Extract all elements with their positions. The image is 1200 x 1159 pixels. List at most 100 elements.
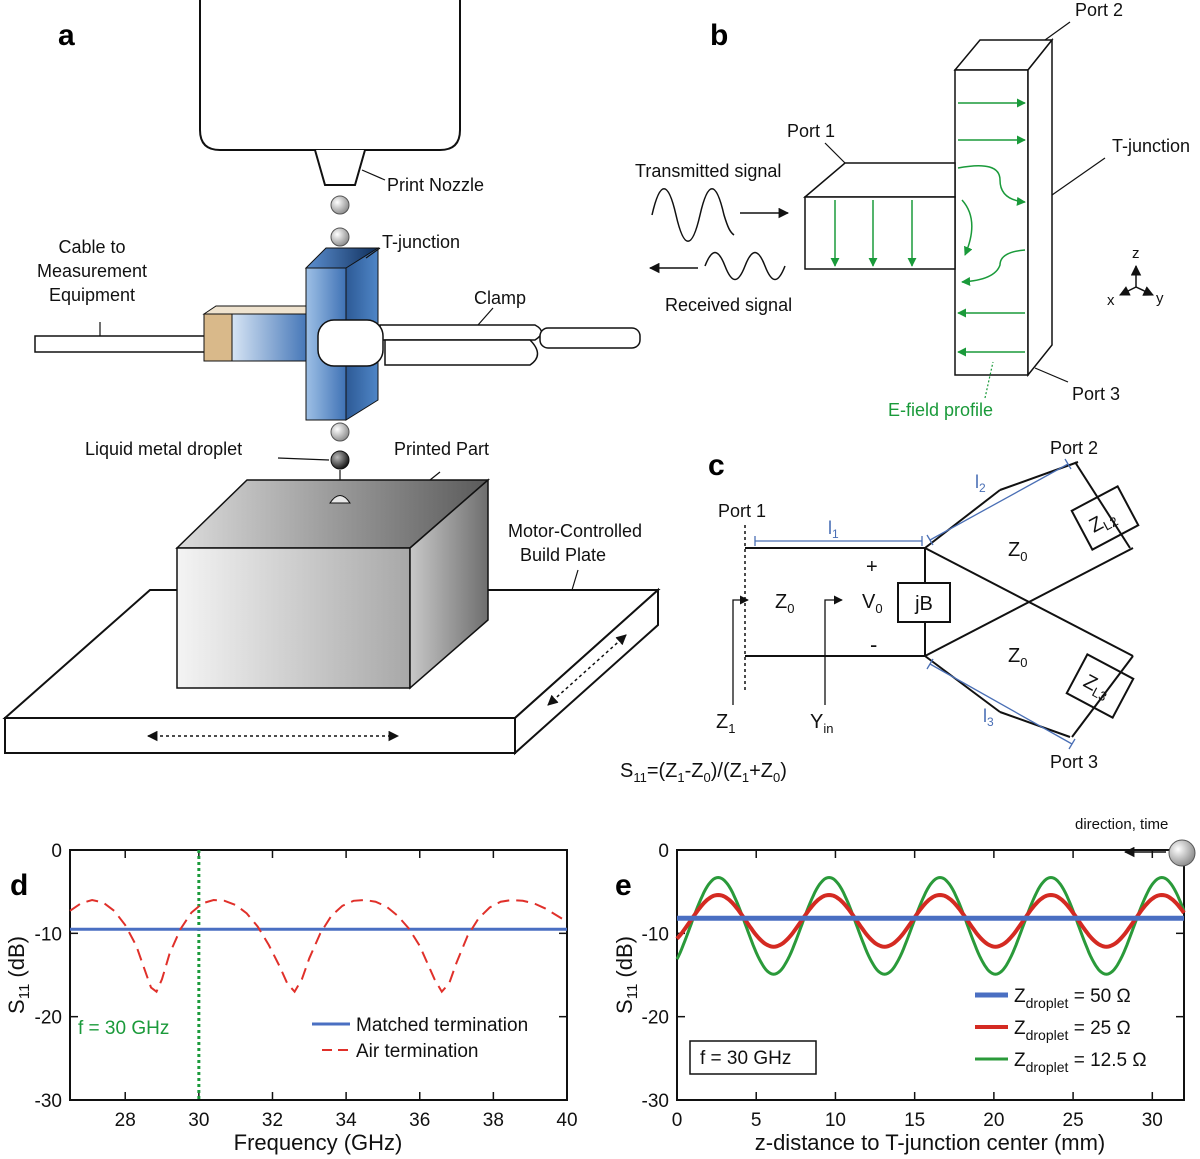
liquid-metal-droplet (330, 450, 350, 470)
x-tick-label: 30 (1142, 1110, 1163, 1131)
port1-label: Port 1 (787, 121, 835, 141)
part-leader (429, 471, 441, 481)
plate-leader (571, 569, 579, 591)
tj-wg-front (954, 69, 1029, 376)
clamp-label: Clamp (474, 288, 526, 308)
droplet-label: Liquid metal droplet (85, 439, 242, 459)
branches (924, 461, 1134, 738)
jb-label: jB (914, 593, 933, 615)
legend-text-50: Zdroplet = 50 Ω (1014, 986, 1131, 1011)
port1-wg-top (802, 162, 956, 198)
xlabel-e: z-distance to T-junction center (mm) (755, 1130, 1106, 1155)
jb-box (897, 582, 951, 623)
l3-label: l3 (983, 706, 994, 729)
legend-text-matched: Matched termination (356, 1015, 528, 1036)
freq-annotation-e: f = 30 GHz (700, 1048, 791, 1069)
clamp-body (384, 339, 539, 366)
cable-connector (203, 313, 235, 362)
deposited-droplet (329, 495, 351, 504)
l2-label: l2 (975, 472, 986, 495)
build-plate-label-1: Motor-Controlled (508, 521, 642, 541)
y-tick-label: 0 (51, 841, 62, 862)
droplet-ball (330, 195, 350, 215)
zl3-box (1065, 653, 1135, 719)
x-tick-label: 5 (751, 1110, 762, 1131)
x-tick-label: 0 (672, 1110, 683, 1131)
x-tick-label: 34 (336, 1110, 358, 1131)
tj-hole (317, 319, 384, 367)
tj-b-label: T-junction (1112, 136, 1190, 156)
series-e (675, 875, 1186, 976)
received-label: Received signal (665, 295, 792, 315)
panel-label-d: d (10, 869, 28, 902)
part-front (176, 547, 411, 689)
panel-label-a: a (58, 19, 75, 52)
series-line (675, 875, 1186, 976)
port1-wg-front (804, 196, 956, 270)
x-tick-label: 15 (904, 1110, 925, 1131)
y-tick-label: -30 (642, 1091, 669, 1112)
received-wave (704, 251, 786, 281)
panel-c: c Port 1 jB ZL2 ZL3 (620, 438, 1140, 785)
panel-label-e: e (615, 869, 632, 902)
port1-leader (824, 142, 846, 164)
tj-wg-side (1027, 37, 1053, 378)
axis-z-label: z (1132, 245, 1140, 262)
z0-branch-top: Z0 (1008, 539, 1027, 564)
c-port1-label: Port 1 (718, 501, 766, 521)
build-plate-front (4, 717, 516, 754)
z0-branch-bottom: Z0 (1008, 645, 1027, 670)
series-line (69, 898, 568, 994)
zl2-wire (1074, 461, 1131, 549)
y-tick-label: -10 (642, 924, 669, 945)
print-nozzle (314, 149, 366, 186)
ylabel-e: S11 (dB) (612, 936, 641, 1014)
l1-label: l1 (828, 518, 839, 541)
port2-leader (1044, 21, 1071, 41)
tj-b-leader (1051, 157, 1106, 196)
yin-pointer (824, 595, 843, 705)
panel-label-b: b (710, 19, 728, 52)
legend-d: Matched termination Air termination (312, 1015, 528, 1062)
legend-e: Zdroplet = 50 Ω Zdroplet = 25 Ω Zdroplet… (975, 986, 1147, 1075)
connector-top (202, 305, 322, 315)
z1-label: Z1 (716, 711, 735, 736)
plot-frame-d (69, 849, 568, 1101)
zl3-wire (1071, 655, 1134, 738)
x-tick-label: 20 (983, 1110, 1004, 1131)
droplet-leader (277, 457, 330, 461)
direction-label: direction, time (1075, 816, 1168, 833)
panel-a: a Print Nozzle Cable to Measurement Equi… (2, 0, 661, 756)
cable (34, 335, 211, 353)
cable-label-2: Measurement (37, 261, 147, 281)
x-tick-label: 28 (115, 1110, 136, 1131)
legend-text-25: Zdroplet = 25 Ω (1014, 1018, 1131, 1043)
nozzle-leader (361, 169, 386, 181)
x-tick-label: 30 (188, 1110, 209, 1131)
minus-sign: - (870, 632, 877, 657)
v0-label: V0 (862, 591, 883, 616)
plus-sign: + (866, 556, 878, 578)
droplet-ball (1168, 839, 1196, 867)
cable-label-3: Equipment (49, 285, 135, 305)
legend-text-12-5: Zdroplet = 12.5 Ω (1014, 1050, 1147, 1075)
transmitted-label: Transmitted signal (635, 161, 781, 181)
clamp-arm (379, 324, 543, 341)
y-tick-label: -30 (35, 1091, 62, 1112)
freq-annotation-d: f = 30 GHz (78, 1018, 169, 1039)
freq-box-e (689, 1040, 817, 1075)
cable-adapter (231, 313, 311, 362)
panel-b: b Transmitted signal Received signal Por… (635, 0, 1190, 420)
axis-x-label: x (1107, 292, 1115, 309)
z0-line: Z0 (775, 591, 794, 616)
series-line (675, 892, 1186, 949)
droplet-ball (330, 227, 350, 247)
y-tick-label: -10 (35, 924, 62, 945)
clamp-leader (477, 307, 494, 326)
yin-label: Yin (810, 711, 833, 736)
c-port2-label: Port 2 (1050, 438, 1098, 458)
